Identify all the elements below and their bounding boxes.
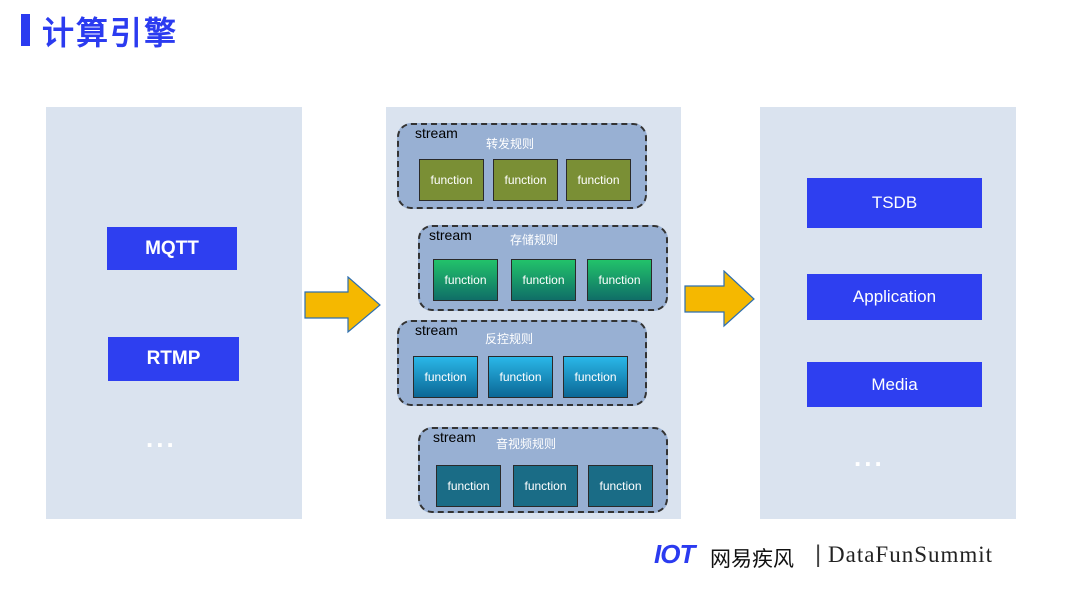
brand-name: 网易疾风	[710, 547, 794, 571]
stream-storage: stream 存储规则 function function function	[418, 225, 668, 311]
title-accent-bar	[21, 14, 30, 46]
source-more: ...	[146, 423, 177, 453]
function-block: function	[513, 465, 578, 507]
stream-forward: stream 转发规则 function function function	[397, 123, 647, 209]
function-block: function	[419, 159, 484, 201]
stream-label: stream	[415, 322, 458, 338]
function-block: function	[563, 356, 628, 398]
function-block: function	[433, 259, 498, 301]
stream-name: 转发规则	[486, 137, 535, 151]
stream-name: 音视频规则	[496, 437, 557, 451]
flow-arrow-right-icon	[684, 270, 755, 328]
iot-logo: IOT	[654, 539, 695, 569]
function-block: function	[436, 465, 501, 507]
sink-media: Media	[807, 362, 982, 407]
stream-label: stream	[415, 125, 458, 141]
function-block: function	[587, 259, 652, 301]
partner-name: DataFunSummit	[828, 542, 994, 567]
stream-label: stream	[429, 227, 472, 243]
function-block: function	[413, 356, 478, 398]
stream-name: 存储规则	[510, 233, 559, 247]
function-block: function	[488, 356, 553, 398]
stream-control: stream 反控规则 function function function	[397, 320, 647, 406]
stream-name: 反控规则	[485, 332, 534, 346]
function-block: function	[566, 159, 631, 201]
sink-more: ...	[854, 442, 885, 472]
source-panel: MQTT RTMP ...	[46, 107, 302, 519]
sink-panel: TSDB Application Media ...	[760, 107, 1016, 519]
compute-engine-panel: stream 转发规则 function function function s…	[386, 107, 681, 519]
stream-label: stream	[433, 429, 476, 445]
sink-tsdb: TSDB	[807, 178, 982, 228]
footer-separator: |	[815, 541, 822, 568]
function-block: function	[588, 465, 653, 507]
source-rtmp: RTMP	[108, 337, 239, 381]
flow-arrow-right-icon	[304, 276, 381, 334]
stream-av: stream 音视频规则 function function function	[418, 427, 668, 513]
source-mqtt: MQTT	[107, 227, 237, 270]
page-title: 计算引擎	[42, 14, 179, 52]
sink-application: Application	[807, 274, 982, 320]
function-block: function	[493, 159, 558, 201]
function-block: function	[511, 259, 576, 301]
